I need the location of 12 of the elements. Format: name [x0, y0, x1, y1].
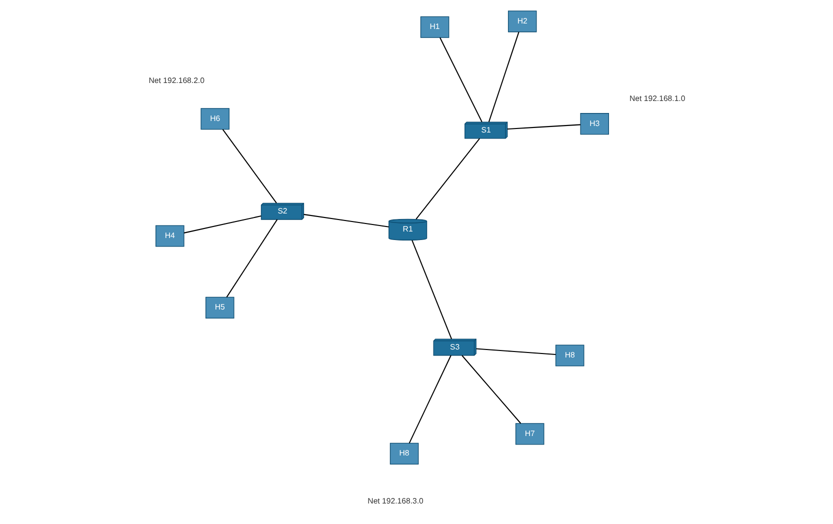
- connector: [222, 129, 276, 204]
- connector: [415, 138, 480, 220]
- connector: [183, 216, 261, 234]
- connector: [303, 214, 388, 228]
- connector: [408, 355, 451, 444]
- connector: [488, 32, 519, 122]
- connector: [439, 37, 482, 122]
- connector: [226, 219, 278, 298]
- connector: [411, 240, 452, 340]
- connector: [476, 348, 556, 355]
- connector: [506, 124, 580, 130]
- connector: [461, 355, 521, 424]
